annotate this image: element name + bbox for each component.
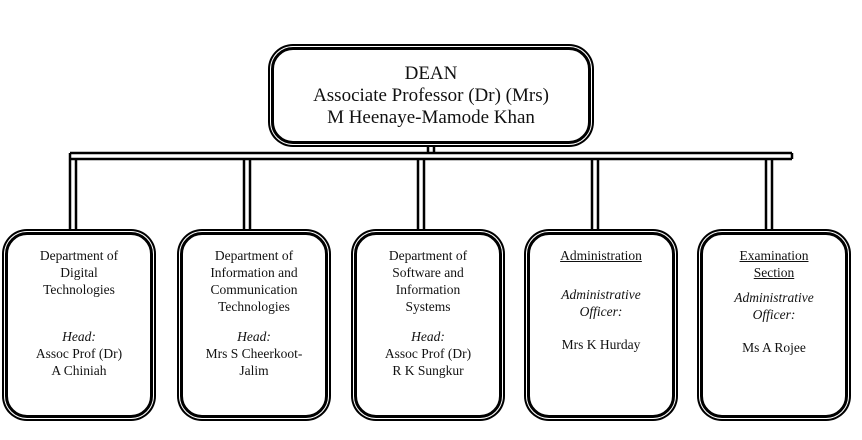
unit-name-line: Technologies bbox=[218, 299, 290, 314]
unit-name-line: Systems bbox=[405, 299, 451, 314]
unit-name: Administration bbox=[536, 247, 666, 264]
unit-name-line: Department of bbox=[388, 248, 468, 263]
unit-person-line: Assoc Prof (Dr) bbox=[384, 346, 472, 361]
unit-ict: Department of Information and Communicat… bbox=[180, 232, 328, 418]
unit-person-line: R K Sungkur bbox=[392, 363, 464, 378]
dean-box: DEAN Associate Professor (Dr) (Mrs) M He… bbox=[271, 47, 591, 144]
unit-role: Head: bbox=[411, 329, 445, 344]
unit-name: Department of Software and Information S… bbox=[363, 247, 493, 315]
unit-name-line: Examination bbox=[739, 248, 809, 263]
unit-name-line: Software and bbox=[392, 265, 464, 280]
unit-person-line: A Chiniah bbox=[51, 363, 107, 378]
unit-name-line: Information bbox=[395, 282, 461, 297]
unit-person-line: Mrs S Cheerkoot- bbox=[205, 346, 303, 361]
unit-role-line: Officer: bbox=[752, 307, 796, 322]
unit-role-line: Officer: bbox=[579, 304, 623, 319]
unit-role: Head: bbox=[237, 329, 271, 344]
unit-role: Head: bbox=[62, 329, 96, 344]
unit-software-information-systems: Department of Software and Information S… bbox=[354, 232, 502, 418]
unit-person-line: Mrs K Hurday bbox=[561, 337, 641, 352]
unit-person-line: Assoc Prof (Dr) bbox=[35, 346, 123, 361]
unit-administration: Administration Administrative Officer: M… bbox=[527, 232, 675, 418]
unit-name-line: Communication bbox=[210, 282, 298, 297]
dean-name: M Heenaye-Mamode Khan bbox=[327, 106, 535, 128]
unit-name-line: Technologies bbox=[43, 282, 115, 297]
unit-name-line: Administration bbox=[560, 248, 642, 263]
unit-role-line: Administrative bbox=[734, 290, 814, 305]
unit-examination-section: Examination Section Administrative Offic… bbox=[700, 232, 848, 418]
unit-name: Department of Digital Technologies bbox=[14, 247, 144, 298]
unit-name-line: Digital bbox=[60, 265, 98, 280]
unit-role-line: Administrative bbox=[561, 287, 641, 302]
unit-digital-technologies: Department of Digital Technologies Head:… bbox=[5, 232, 153, 418]
dean-rank: Associate Professor (Dr) (Mrs) bbox=[313, 84, 549, 106]
unit-person-line: Ms A Rojee bbox=[742, 340, 806, 355]
unit-name-line: Department of bbox=[214, 248, 294, 263]
unit-name: Department of Information and Communicat… bbox=[189, 247, 319, 315]
unit-name-line: Department of bbox=[39, 248, 119, 263]
unit-name-line: Information and bbox=[210, 265, 298, 280]
unit-person-line: Jalim bbox=[239, 363, 269, 378]
unit-name: Examination Section bbox=[709, 247, 839, 281]
dean-title: DEAN bbox=[404, 62, 458, 84]
unit-name-line: Section bbox=[753, 265, 795, 280]
